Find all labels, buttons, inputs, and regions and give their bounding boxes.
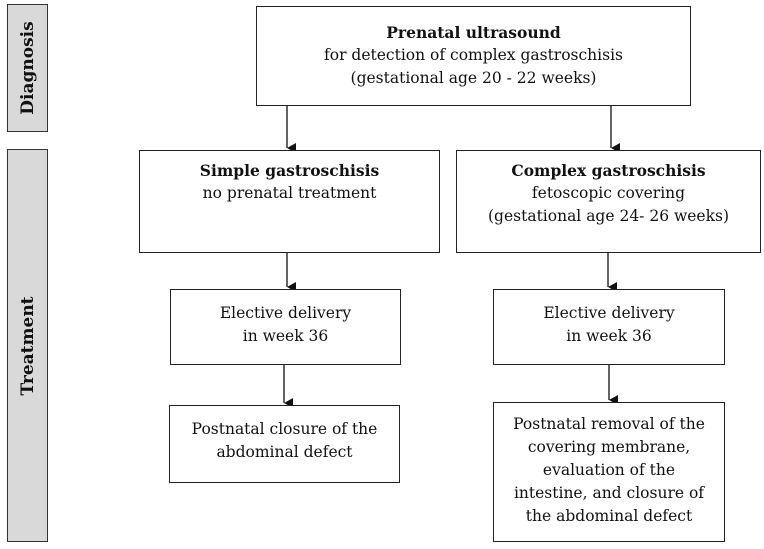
complex-delivery-line1: Elective delivery bbox=[543, 304, 675, 322]
complex-postnatal-line3: evaluation of the bbox=[542, 461, 676, 479]
simple-postnatal-line2: abdominal defect bbox=[216, 443, 353, 461]
complex-gastroschisis-title: Complex gastroschisis bbox=[511, 161, 706, 180]
simple-postnatal-line1: Postnatal closure of the bbox=[191, 420, 378, 438]
complex-delivery-line2: in week 36 bbox=[566, 327, 652, 345]
simple-delivery-line2: in week 36 bbox=[242, 327, 329, 345]
simple-gastroschisis-box: Simple gastroschisis no prenatal treatme… bbox=[139, 150, 440, 253]
prenatal-ultrasound-line1: for detection of complex gastroschisis bbox=[324, 46, 623, 64]
prenatal-ultrasound-box: Prenatal ultrasound for detection of com… bbox=[256, 6, 691, 106]
complex-postnatal-line4: intestine, and closure of bbox=[513, 484, 705, 502]
simple-postnatal-closure-box: Postnatal closure of the abdominal defec… bbox=[169, 405, 400, 483]
complex-postnatal-removal-box: Postnatal removal of the covering membra… bbox=[493, 402, 725, 542]
simple-gastroschisis-title: Simple gastroschisis bbox=[199, 161, 380, 180]
complex-gastroschisis-line2: (gestational age 24- 26 weeks) bbox=[488, 207, 729, 225]
complex-gastroschisis-line1: fetoscopic covering bbox=[531, 184, 686, 202]
simple-gastroschisis-line1: no prenatal treatment bbox=[202, 184, 377, 202]
complex-gastroschisis-box: Complex gastroschisis fetoscopic coverin… bbox=[456, 150, 761, 253]
complex-postnatal-line5: the abdominal defect bbox=[525, 507, 693, 525]
treatment-label: Treatment bbox=[7, 149, 48, 542]
complex-postnatal-line2: covering membrane, bbox=[527, 438, 691, 456]
diagnosis-label: Diagnosis bbox=[7, 4, 48, 132]
complex-elective-delivery-box: Elective delivery in week 36 bbox=[493, 289, 725, 365]
simple-delivery-line1: Elective delivery bbox=[219, 304, 352, 322]
simple-elective-delivery-box: Elective delivery in week 36 bbox=[170, 289, 401, 365]
prenatal-ultrasound-title: Prenatal ultrasound bbox=[386, 23, 561, 42]
prenatal-ultrasound-line2: (gestational age 20 - 22 weeks) bbox=[350, 69, 597, 87]
complex-postnatal-line1: Postnatal removal of the bbox=[513, 415, 705, 433]
